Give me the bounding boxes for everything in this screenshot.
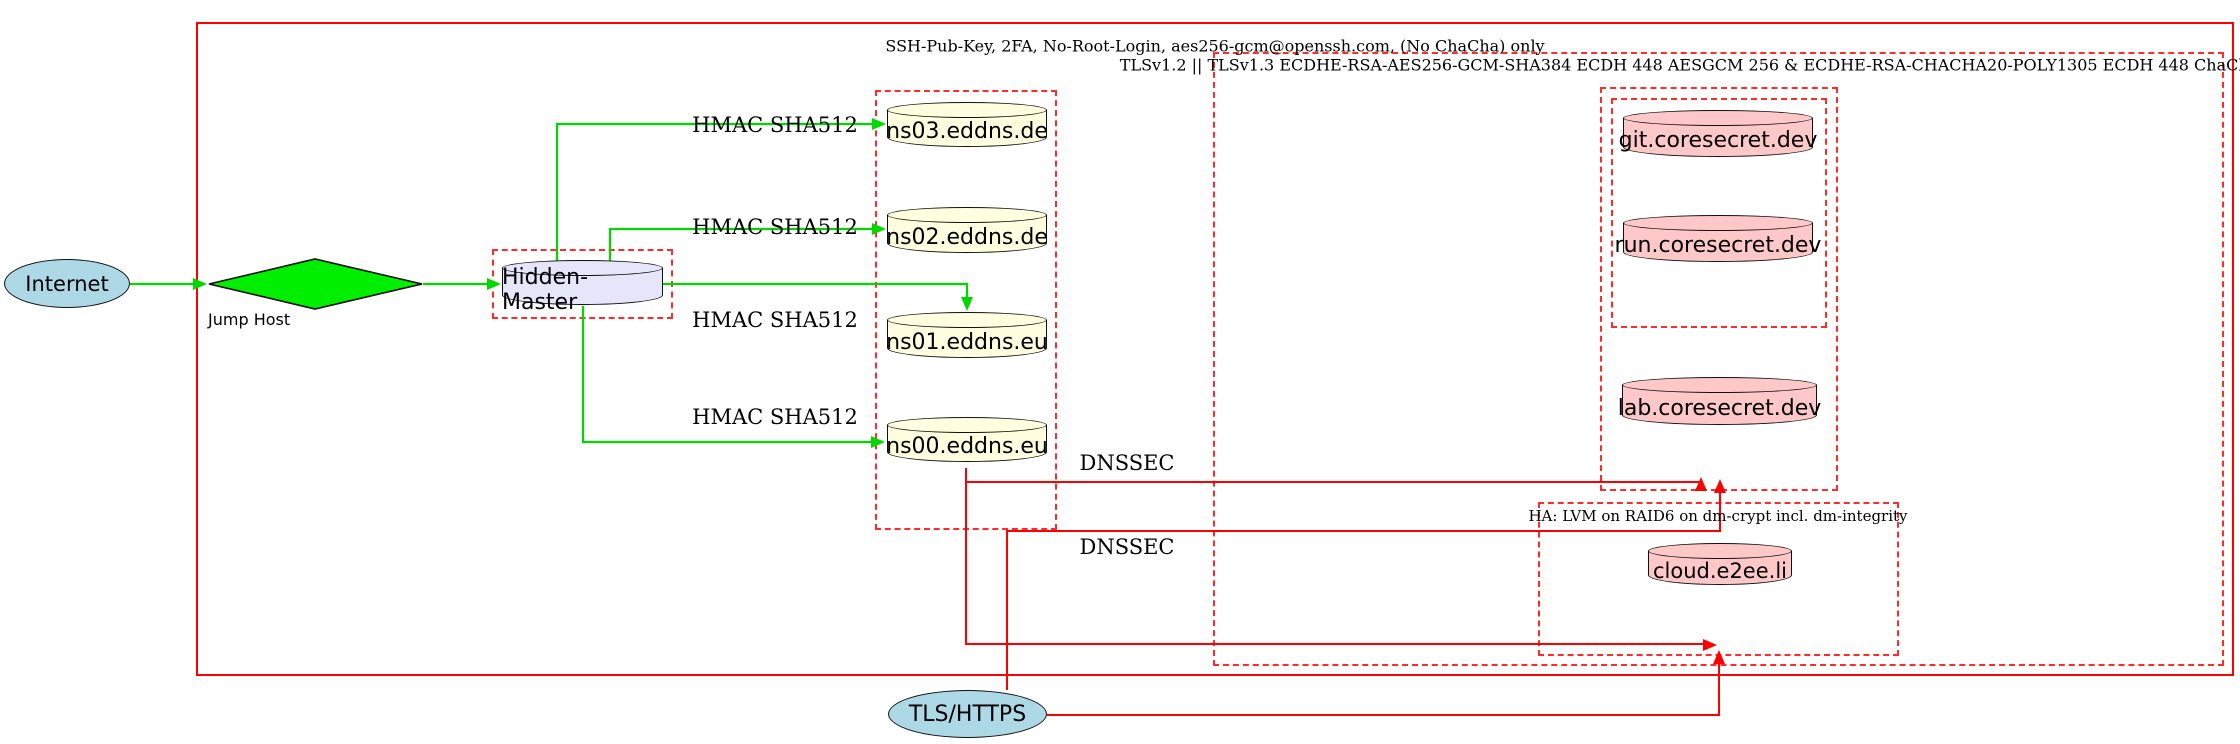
cylinder-top-icon	[887, 417, 1047, 433]
edge-hiddenmaster-ns02	[608, 227, 872, 261]
node-ns02: ns02.eddns.de	[886, 207, 1048, 253]
edge-label-hmac-ns00: HMAC SHA512	[692, 405, 858, 429]
edge-label-dnssec-bottom: DNSSEC	[1079, 535, 1175, 559]
node-git: git.coresecret.dev	[1618, 110, 1818, 157]
node-hidden-master: Hidden-Master	[502, 260, 663, 315]
node-jump-host-label: Jump Host	[208, 310, 291, 329]
node-git-label: git.coresecret.dev	[1618, 128, 1818, 153]
edge-label-hmac-ns03: HMAC SHA512	[692, 113, 858, 137]
cylinder-top-icon	[1623, 110, 1813, 126]
node-internet-label: Internet	[25, 271, 109, 296]
arrowhead-coresecret-1	[1695, 477, 1707, 491]
arrowhead-ha-bottom	[1713, 650, 1725, 664]
node-ns03-label: ns03.eddns.de	[886, 119, 1048, 144]
edge-tlshttps-coresecret	[1006, 493, 1721, 690]
cluster-ha-label: HA: LVM on RAID6 on dm-crypt incl. dm-in…	[1528, 507, 1908, 525]
node-cloud: cloud.e2ee.li	[1648, 543, 1792, 585]
cylinder-top-icon	[1648, 543, 1792, 559]
cylinder-top-icon	[887, 207, 1047, 223]
node-hidden-master-label: Hidden-Master	[502, 264, 589, 315]
arrowhead-ns03	[872, 118, 886, 130]
node-ns01: ns01.eddns.eu	[886, 312, 1048, 358]
cluster-tls-label: TLSv1.2 || TLSv1.3 ECDHE-RSA-AES256-GCM-…	[1119, 55, 2240, 75]
edge-hiddenmaster-ns01	[663, 282, 969, 297]
cluster-coresecret-inner-box	[1611, 98, 1827, 328]
node-run-label: run.coresecret.dev	[1614, 233, 1822, 258]
node-ns00: ns00.eddns.eu	[886, 417, 1048, 462]
arrowhead-ha-left	[1703, 639, 1717, 651]
cylinder-top-icon	[1622, 377, 1817, 393]
node-cloud-label: cloud.e2ee.li	[1652, 559, 1787, 583]
cylinder-top-icon	[1623, 215, 1813, 231]
arrowhead-ns00	[871, 436, 885, 448]
node-tls-https: TLS/HTTPS	[888, 690, 1047, 738]
edge-ns00-ha	[965, 468, 1703, 645]
node-ns02-label: ns02.eddns.de	[886, 224, 1048, 250]
arrowhead-ns02	[872, 223, 886, 235]
node-ns01-label: ns01.eddns.eu	[886, 329, 1048, 355]
edge-hiddenmaster-ns00	[581, 306, 871, 444]
node-lab: lab.coresecret.dev	[1617, 377, 1822, 425]
arrowhead-jumphost	[193, 278, 207, 290]
diamond-shape	[208, 258, 423, 310]
edge-hiddenmaster-ns03	[555, 122, 872, 261]
edge-label-hmac-ns02: HMAC SHA512	[692, 215, 858, 239]
edge-label-dnssec-top: DNSSEC	[1079, 451, 1175, 475]
node-lab-label: lab.coresecret.dev	[1617, 395, 1822, 421]
node-tls-https-label: TLS/HTTPS	[908, 701, 1027, 727]
node-jump-host: Jump Host	[208, 258, 423, 329]
cluster-ssh-label: SSH-Pub-Key, 2FA, No-Root-Login, aes256-…	[885, 36, 1545, 56]
cylinder-top-icon	[887, 102, 1047, 118]
cylinder-top-icon	[887, 312, 1047, 328]
cluster-ssh-box	[196, 22, 2234, 676]
edge-label-hmac-ns01: HMAC SHA512	[692, 308, 858, 332]
arrowhead-coresecret-2	[1714, 479, 1726, 493]
arrowhead-ns01	[961, 297, 973, 311]
node-ns00-label: ns00.eddns.eu	[886, 434, 1048, 459]
node-run: run.coresecret.dev	[1614, 215, 1822, 262]
arrowhead-hiddenmaster	[487, 278, 501, 290]
node-internet: Internet	[4, 259, 130, 308]
edge-tlshttps-ha	[1047, 664, 1720, 716]
cylinder-top-icon	[502, 260, 663, 276]
node-ns03: ns03.eddns.de	[886, 102, 1048, 147]
